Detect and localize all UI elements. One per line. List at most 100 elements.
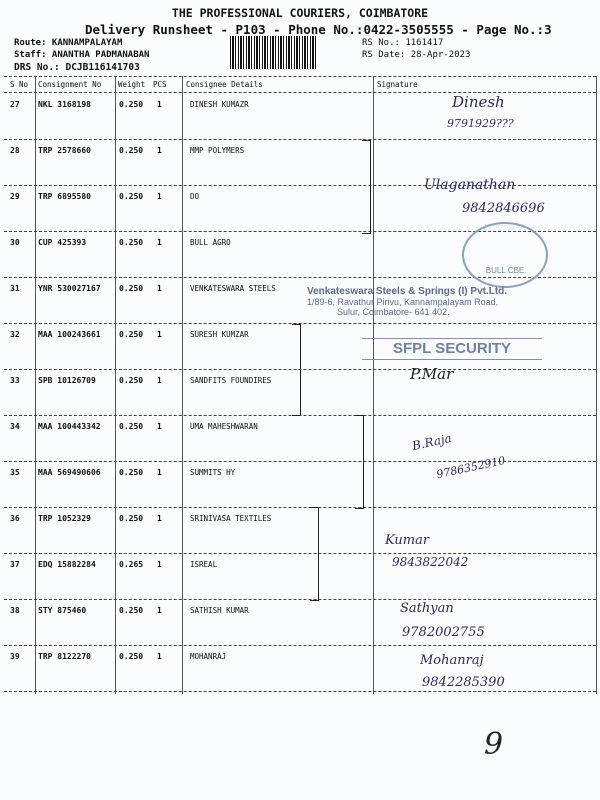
weight: 0.250 (119, 284, 144, 293)
consignee-name: MOHANRAJ (190, 652, 227, 661)
serial-number: 28 (10, 146, 20, 155)
consignee-name: SURESH KUMZAR (190, 330, 249, 339)
barcode (230, 36, 318, 69)
col-signature: Signature (377, 80, 418, 89)
consignee-name: VENKATESWARA STEELS (190, 284, 276, 293)
divider (4, 76, 596, 77)
row-divider (4, 553, 596, 554)
signature: Ulaganathan (424, 177, 516, 193)
consignment-number: TRP 1052329 (38, 514, 91, 523)
col-consignee: Consignee Details (186, 80, 263, 89)
weight: 0.250 (119, 606, 144, 615)
pcs: 1 (157, 238, 162, 247)
consignee-name: ISREAL (190, 560, 218, 569)
rs-date: RS Date: 28-Apr-2023 (362, 50, 471, 60)
weight: 0.250 (119, 514, 144, 523)
column-line (115, 76, 116, 694)
weight: 0.250 (119, 100, 144, 109)
serial-number: 33 (10, 376, 20, 385)
pcs: 1 (157, 100, 162, 109)
weight: 0.250 (119, 238, 144, 247)
consignment-number: CUP 425393 (38, 238, 87, 247)
col-weight: Weight (118, 80, 146, 89)
weight: 0.265 (119, 560, 144, 569)
row-divider (4, 599, 596, 600)
weight: 0.250 (119, 376, 144, 385)
weight: 0.250 (119, 422, 144, 431)
consignment-number: TRP 6895580 (38, 192, 91, 201)
weight: 0.250 (119, 192, 144, 201)
consignment-number: TRP 8122270 (38, 652, 91, 661)
consignment-number: MAA 100443342 (38, 422, 101, 431)
consignee-name: BULL AGRO (190, 238, 231, 247)
drs-number: DRS No.: DCJB116141703 (14, 62, 140, 73)
pcs: 1 (157, 192, 162, 201)
consignee-name: SRINIVASA TEXTILES (190, 514, 272, 523)
signature: Mohanraj (420, 653, 484, 668)
phone-handwritten: 9842846696 (462, 201, 545, 216)
signature: Sathyan (400, 601, 454, 616)
weight: 0.250 (119, 146, 144, 155)
serial-number: 31 (10, 284, 20, 293)
pcs: 1 (157, 560, 162, 569)
pcs: 1 (157, 606, 162, 615)
row-divider (4, 461, 596, 462)
consignee-name: SUMMITS HY (190, 468, 236, 477)
serial-number: 29 (10, 192, 20, 201)
pcs: 1 (157, 376, 162, 385)
consignment-number: EDQ 15882284 (38, 560, 96, 569)
column-line (373, 76, 374, 694)
consignee-name: DINESH KUMAZR (190, 100, 249, 109)
col-pcs: PCS (153, 80, 167, 89)
column-line (182, 76, 183, 694)
serial-number: 27 (10, 100, 20, 109)
row-divider (4, 139, 596, 140)
document-title: THE PROFESSIONAL COURIERS, COIMBATORE (171, 6, 429, 20)
route-label: Route: KANNAMPALAYAM (14, 38, 123, 48)
consignment-number: YNR 530027167 (38, 284, 101, 293)
pcs: 1 (157, 330, 162, 339)
page-mark-handwritten: 9 (484, 727, 504, 762)
serial-number: 39 (10, 652, 20, 661)
grouping-bracket (355, 415, 364, 509)
serial-number: 36 (10, 514, 20, 523)
serial-number: 34 (10, 422, 20, 431)
serial-number: 32 (10, 330, 20, 339)
phone-handwritten: 9843822042 (392, 555, 469, 569)
col-sno: S No (10, 80, 29, 89)
pcs: 1 (157, 514, 162, 523)
consignee-name: UMA MAHESHWARAN (190, 422, 258, 431)
column-line (35, 76, 36, 694)
column-line (596, 76, 597, 694)
consignment-number: NKL 3168198 (38, 100, 91, 109)
runsheet-subtitle: Delivery Runsheet - P103 - Phone No.:042… (85, 22, 552, 37)
consignee-name: SATHISH KUMAR (190, 606, 249, 615)
pcs: 1 (157, 468, 162, 477)
serial-number: 38 (10, 606, 20, 615)
consignment-number: MAA 100243661 (38, 330, 101, 339)
row-divider (4, 645, 596, 646)
divider (4, 92, 596, 93)
grouping-bracket (362, 140, 371, 234)
weight: 0.250 (119, 330, 144, 339)
col-consignment: Consignment No (38, 80, 102, 89)
staff-label: Staff: ANANTHA PADMANABAN (14, 50, 150, 60)
grouping-bracket (292, 324, 301, 416)
pcs: 1 (157, 284, 162, 293)
row-divider (4, 323, 596, 324)
serial-number: 30 (10, 238, 20, 247)
consignment-number: SPB 10126709 (38, 376, 96, 385)
consignment-number: TRP 2578660 (38, 146, 91, 155)
grouping-bracket (310, 507, 319, 601)
phone-handwritten: 9791929??? (447, 117, 514, 130)
row-divider (4, 691, 596, 692)
round-stamp: BULL CBE (462, 222, 548, 288)
row-divider (4, 185, 596, 186)
signature: P.Mar (410, 365, 454, 383)
phone-handwritten: 9786352910 (435, 453, 507, 482)
row-divider (4, 507, 596, 508)
consignee-name: MMP POLYMERS (190, 146, 245, 155)
weight: 0.250 (119, 468, 144, 477)
phone-handwritten: 9782002755 (402, 625, 485, 640)
